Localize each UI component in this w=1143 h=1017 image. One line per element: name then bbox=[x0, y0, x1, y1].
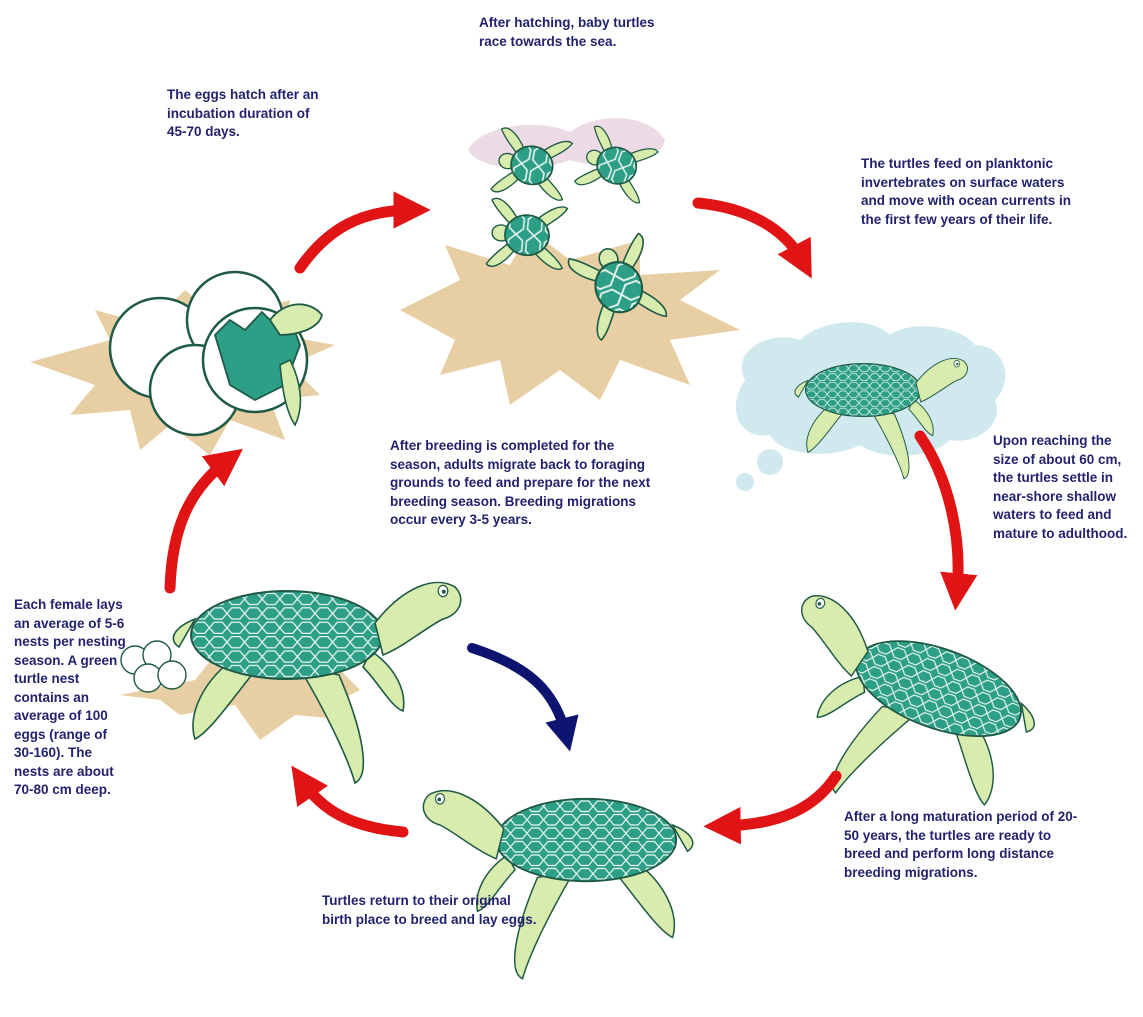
breeding-adult-turtle bbox=[423, 791, 692, 979]
beach-sand-patch bbox=[400, 230, 740, 405]
cycle-arrow bbox=[300, 210, 412, 268]
caption-return-birthplace: Turtles return to their original birth p… bbox=[322, 892, 582, 929]
caption-eggs-hatch: The eggs hatch after an incubation durat… bbox=[167, 86, 367, 142]
nesting-female-illustration bbox=[120, 583, 461, 784]
hatching-eggs-illustration bbox=[30, 272, 335, 455]
caption-race-to-sea: After hatching, baby turtles race toward… bbox=[479, 14, 699, 51]
thought-bubble bbox=[736, 473, 754, 491]
cycle-arrow bbox=[722, 776, 836, 826]
hatchlings-on-beach-illustration bbox=[400, 118, 740, 405]
migration-arrow bbox=[472, 648, 566, 735]
caption-maturation: After a long maturation period of 20- 50… bbox=[844, 808, 1124, 882]
caption-feed-plankton: The turtles feed on planktonic invertebr… bbox=[861, 155, 1101, 229]
cycle-arrow bbox=[920, 436, 958, 592]
cycle-arrow bbox=[698, 203, 803, 262]
thought-bubble bbox=[757, 449, 783, 475]
cycle-arrow bbox=[170, 460, 228, 588]
laid-egg bbox=[158, 661, 186, 689]
juvenile-in-ocean-illustration bbox=[736, 322, 1006, 491]
caption-migrate-back: After breeding is completed for the seas… bbox=[390, 437, 690, 530]
caption-nests: Each female lays an average of 5-6 nests… bbox=[14, 596, 134, 800]
caption-settle-shallow-waters: Upon reaching the size of about 60 cm, t… bbox=[993, 432, 1141, 543]
nesting-female-turtle bbox=[173, 583, 460, 784]
cycle-arrow bbox=[302, 781, 403, 832]
